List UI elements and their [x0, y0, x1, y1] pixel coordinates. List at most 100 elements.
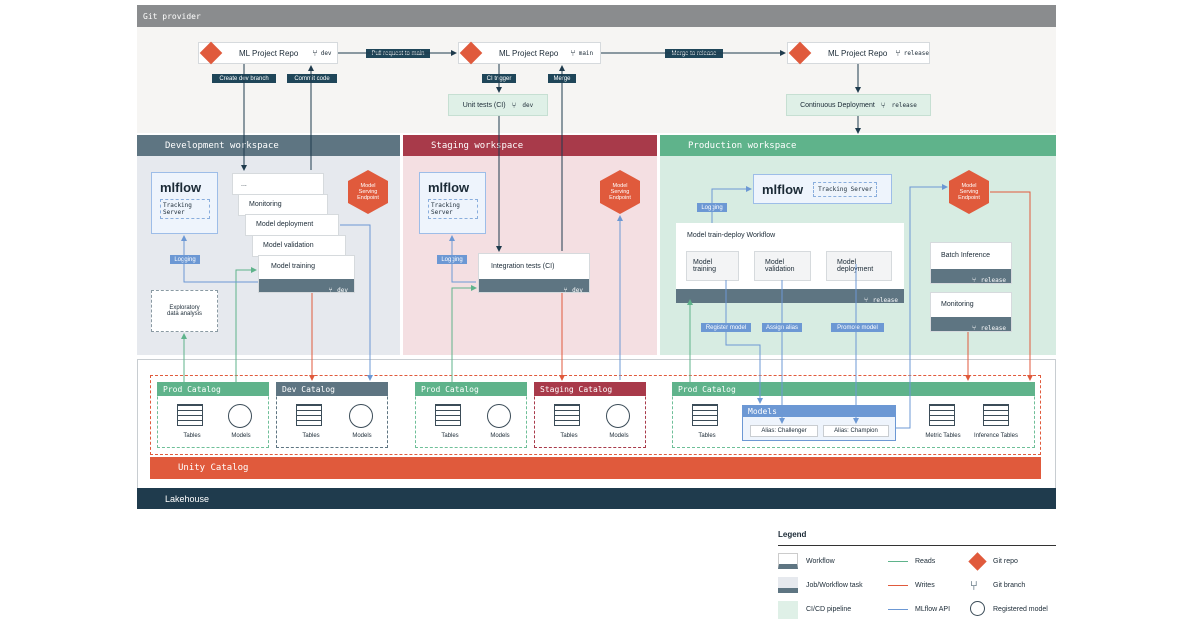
tables-label: Tables	[183, 433, 201, 439]
tag-register: Register model	[701, 323, 751, 332]
staging-workspace-header: Staging workspace	[403, 135, 657, 156]
models-label: Models	[609, 433, 629, 439]
prod-catalog-3-header: Prod Catalog	[672, 382, 1035, 396]
tag-promote: Promote model	[831, 323, 884, 332]
repo-dev[interactable]: ML Project Repo ⑂ dev	[198, 41, 338, 65]
cd-box[interactable]: Continuous Deployment ⑂ release	[786, 94, 931, 116]
prod-workspace-header: Production workspace	[660, 135, 1056, 156]
model-icon	[228, 404, 252, 428]
monitoring-label: Monitoring	[941, 301, 974, 308]
branch-label: dev	[572, 287, 583, 294]
dev-workspace-title: Development workspace	[165, 140, 279, 151]
repo-release[interactable]: ML Project Repo ⑂ release	[787, 41, 930, 65]
batch-inference[interactable]: Batch Inference ⑂ release	[930, 242, 1012, 284]
git-branch-icon: ⑂	[970, 578, 978, 593]
integration-label: Integration tests (CI)	[491, 263, 555, 270]
tag-commit-code: Commit code	[287, 74, 337, 83]
model-icon	[487, 404, 511, 428]
alias-champion[interactable]: Alias: Champion	[823, 425, 889, 437]
models-label: Models	[231, 433, 251, 439]
eda-label: Exploratory data analysis	[166, 305, 203, 317]
tables-label: Tables	[698, 433, 716, 439]
staging-mlflow-box[interactable]: mlflow Tracking Server	[419, 172, 486, 234]
table-icon	[435, 404, 461, 426]
table-icon	[983, 404, 1009, 426]
prod-logging-tag: Logging	[697, 203, 727, 212]
step-label: Model training	[693, 259, 716, 273]
legend-git-repo: Git repo	[993, 558, 1018, 565]
staging-workspace-title: Staging workspace	[431, 140, 524, 151]
step-validation[interactable]: Model validation	[754, 251, 811, 281]
tag-merge: Merge	[548, 74, 576, 83]
prod-workspace-title: Production workspace	[688, 140, 797, 151]
prod-catalog-1-header: Prod Catalog	[157, 382, 269, 396]
unit-tests-branch: dev	[522, 101, 534, 109]
legend-task-swatch	[778, 577, 798, 593]
tracking-server: Tracking Server	[428, 199, 478, 219]
legend-cicd: CI/CD pipeline	[806, 606, 852, 613]
tables-label: Tables	[302, 433, 320, 439]
tables-label: Tables	[560, 433, 578, 439]
table-icon	[177, 404, 203, 426]
legend-registered-model: Registered model	[993, 606, 1048, 613]
table-icon	[296, 404, 322, 426]
staging-logging-tag: Logging	[437, 255, 467, 264]
workflow-footer: ⑂ release	[676, 289, 904, 304]
git-branch-icon: ⑂	[328, 287, 333, 294]
dev-mlflow-box[interactable]: mlflow Tracking Server	[151, 172, 218, 234]
unity-catalog-title: Unity Catalog	[178, 463, 249, 473]
git-branch-icon: ⑂	[972, 325, 977, 332]
dev-model-training[interactable]: Model training ⑂ dev	[258, 255, 355, 294]
prod-mlflow-box[interactable]: mlflow Tracking Server	[753, 174, 892, 204]
unity-catalog-bar: Unity Catalog	[150, 457, 1041, 479]
git-branch-icon: ⑂	[570, 48, 576, 58]
stack-model-deployment[interactable]: Model deployment	[245, 214, 339, 236]
mlflow-logo: mlflow	[428, 180, 470, 195]
tables-label: Tables	[441, 433, 459, 439]
prod-monitoring[interactable]: Monitoring ⑂ release	[930, 292, 1012, 332]
integration-tests[interactable]: Integration tests (CI) ⑂ dev	[478, 253, 590, 294]
stack-monitoring[interactable]: Monitoring	[238, 194, 328, 216]
git-repo-icon	[459, 41, 483, 65]
unit-tests-label: Unit tests (CI)	[462, 101, 506, 109]
alias-challenger[interactable]: Alias: Challenger	[750, 425, 818, 437]
serving-label: Model Serving Endpoint	[958, 182, 980, 202]
models-label: Models	[490, 433, 510, 439]
legend-title: Legend	[778, 530, 807, 539]
prod-catalog-2-header: Prod Catalog	[415, 382, 527, 396]
legend-writes: Writes	[915, 582, 935, 589]
registered-model-icon	[970, 601, 985, 616]
stack-model-validation[interactable]: Model validation	[252, 235, 346, 257]
models-label: Models	[352, 433, 372, 439]
branch-label: release	[980, 277, 1006, 284]
metric-tables-label: Metric Tables	[925, 433, 961, 439]
inference-tables-label: Inference Tables	[974, 433, 1018, 439]
serving-label: Model Serving Endpoint	[357, 182, 379, 202]
models-registry-header: Models	[742, 405, 896, 417]
model-icon	[349, 404, 373, 428]
table-icon	[692, 404, 718, 426]
repo-label: ML Project Repo	[828, 48, 888, 58]
prod-workflow[interactable]: Model train-deploy Workflow Model traini…	[676, 223, 904, 304]
staging-serving-endpoint[interactable]: Model Serving Endpoint	[600, 170, 640, 214]
repo-label: ML Project Repo	[239, 48, 299, 58]
git-repo-icon	[788, 41, 812, 65]
step-label: Model validation	[765, 259, 795, 273]
serving-label: Model Serving Endpoint	[609, 182, 631, 202]
step-deployment[interactable]: Model deployment	[826, 251, 892, 281]
tracking-server: Tracking Server	[813, 181, 878, 197]
repo-main[interactable]: ML Project Repo ⑂ main	[458, 41, 601, 65]
legend-divider	[778, 545, 1056, 546]
legend-git-branch: Git branch	[993, 582, 1026, 589]
eda-box[interactable]: Exploratory data analysis	[151, 290, 218, 332]
unit-tests-box[interactable]: Unit tests (CI) ⑂ dev	[448, 94, 548, 116]
git-branch-icon: ⑂	[864, 297, 869, 304]
step-training[interactable]: Model training	[686, 251, 739, 281]
model-icon	[606, 404, 630, 428]
mlflow-logo: mlflow	[160, 180, 202, 195]
branch-label: release	[872, 297, 898, 304]
legend-task: Job/Workflow task	[806, 582, 863, 589]
tag-merge-release: Merge to release	[665, 49, 723, 58]
prod-serving-endpoint[interactable]: Model Serving Endpoint	[949, 170, 989, 214]
cd-branch: release	[891, 101, 917, 109]
